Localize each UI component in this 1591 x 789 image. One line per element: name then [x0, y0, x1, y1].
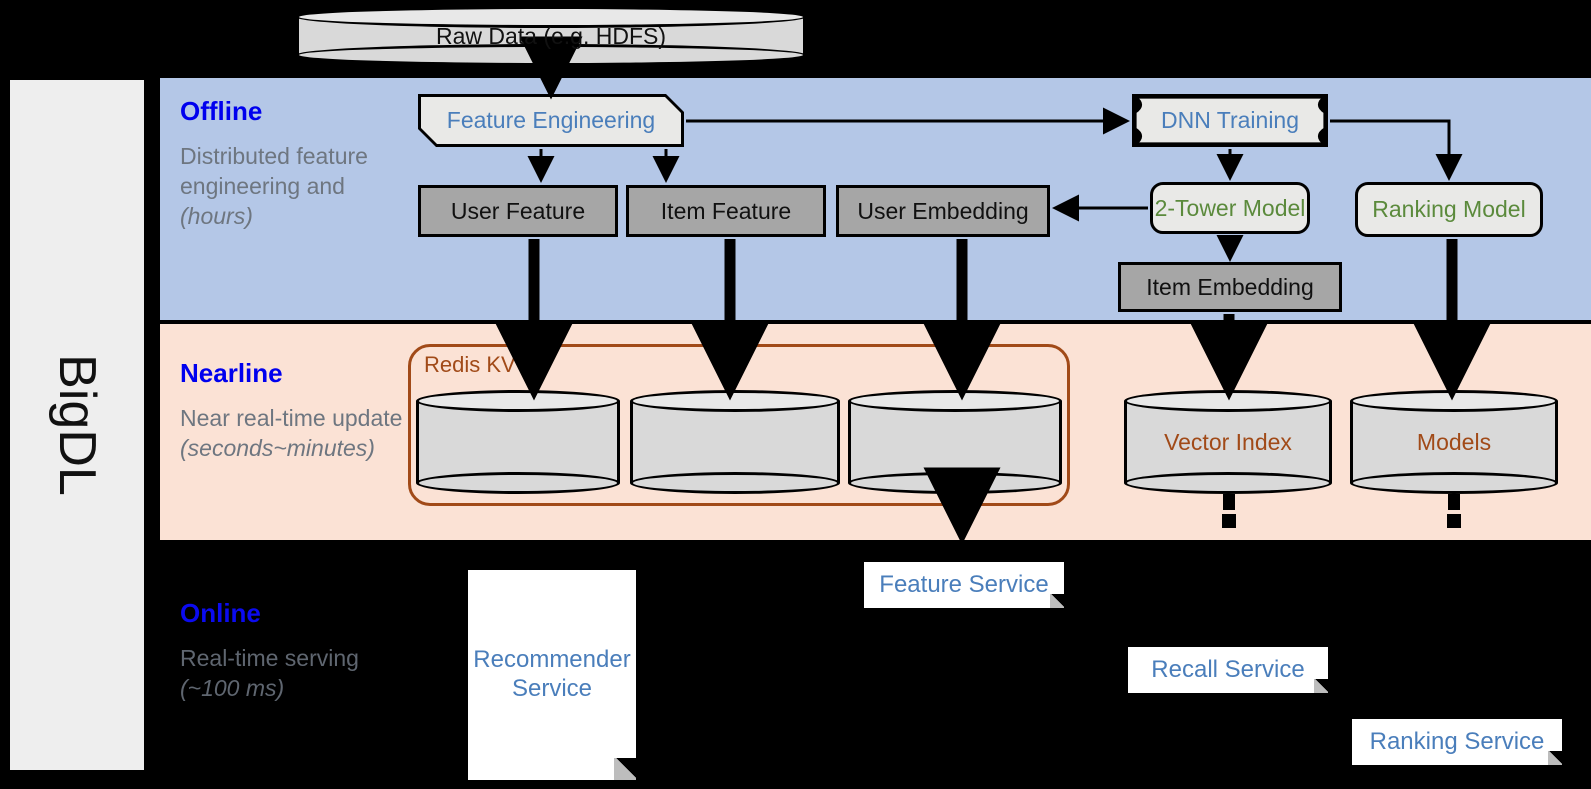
- redis-store-3-label: [848, 390, 1062, 494]
- ranking-model-node[interactable]: Ranking Model: [1355, 182, 1543, 237]
- nearline-subtitle-emphasis: (seconds~minutes): [180, 434, 375, 461]
- page-fold-icon: [1314, 679, 1328, 693]
- user-embedding-label: User Embedding: [857, 197, 1029, 224]
- cylinder-body: [1350, 401, 1558, 483]
- item-embedding-node[interactable]: Item Embedding: [1118, 262, 1342, 312]
- redis-store-2-cylinder: [630, 390, 840, 494]
- feature-service-label: Feature Service: [879, 570, 1049, 598]
- bigdl-framework-rail: BigDL: [8, 78, 146, 772]
- recall-service-node[interactable]: Recall Service: [1128, 647, 1328, 693]
- nearline-subtitle-text: Near real-time update: [180, 405, 403, 431]
- feature-engineering-label: Feature Engineering: [421, 97, 681, 144]
- cylinder-bottom: [1350, 472, 1558, 494]
- cylinder-body: [1124, 401, 1332, 483]
- online-subtitle-text: Real-time serving: [180, 645, 359, 671]
- ranking-service-label: Ranking Service: [1369, 727, 1545, 755]
- raw-data-cylinder: Raw Data (e.g. HDFS): [296, 6, 806, 66]
- redis-store-1-label: [416, 390, 620, 494]
- cylinder-bottom: [1124, 472, 1332, 494]
- user-feature-label: User Feature: [450, 197, 586, 224]
- recommender-service-node[interactable]: Recommender Service: [468, 570, 636, 780]
- two-tower-model-label: 2-Tower Model: [1154, 194, 1306, 221]
- cylinder-body: [416, 401, 620, 483]
- models-label: Models: [1416, 428, 1492, 455]
- offline-subtitle-emphasis: (hours): [180, 202, 253, 229]
- ranking-model-label: Ranking Model: [1372, 196, 1526, 222]
- page-fold-icon: [614, 758, 636, 780]
- nearline-subtitle: Near real-time update (seconds~minutes): [180, 404, 415, 464]
- user-embedding-node[interactable]: User Embedding: [836, 185, 1050, 237]
- raw-data-label: Raw Data (e.g. HDFS): [435, 22, 667, 49]
- user-feature-node[interactable]: User Feature: [418, 185, 618, 237]
- offline-title: Offline: [180, 96, 263, 126]
- feature-service-node[interactable]: Feature Service: [864, 562, 1064, 608]
- item-feature-node[interactable]: Item Feature: [626, 185, 826, 237]
- cylinder-bottom: [416, 472, 620, 494]
- redis-kv-label: Redis KV: [424, 352, 516, 377]
- offline-subtitle-text: Distributed feature engineering and: [180, 143, 368, 199]
- cylinder-bottom: [630, 472, 840, 494]
- online-title: Online: [180, 598, 261, 628]
- online-subtitle: Real-time serving (~100 ms): [180, 644, 415, 704]
- nearline-title: Nearline: [180, 358, 283, 388]
- two-tower-model-node[interactable]: 2-Tower Model: [1150, 182, 1310, 234]
- models-cylinder: Models: [1350, 390, 1558, 494]
- feature-engineering-node[interactable]: Feature Engineering: [418, 94, 684, 147]
- online-subtitle-emphasis: (~100 ms): [180, 674, 285, 701]
- item-embedding-label: Item Embedding: [1146, 273, 1314, 300]
- offline-subtitle: Distributed feature engineering and (hou…: [180, 142, 415, 232]
- cylinder-top: [296, 6, 806, 28]
- item-feature-label: Item Feature: [660, 197, 792, 224]
- vector-index-cylinder: Vector Index: [1124, 390, 1332, 494]
- redis-store-2-label: [630, 390, 840, 494]
- page-fold-icon: [1050, 594, 1064, 608]
- dnn-training-node[interactable]: DNN Training: [1132, 94, 1328, 147]
- ranking-service-node[interactable]: Ranking Service: [1352, 719, 1562, 765]
- recall-service-label: Recall Service: [1151, 655, 1305, 683]
- page-fold-icon: [1548, 751, 1562, 765]
- redis-store-3-cylinder: [848, 390, 1062, 494]
- recommender-service-label: Recommender Service: [473, 646, 631, 702]
- dnn-training-label: DNN Training: [1160, 107, 1300, 133]
- cylinder-body: [630, 401, 840, 483]
- bigdl-label: BigDL: [48, 354, 107, 496]
- vector-index-label: Vector Index: [1164, 428, 1292, 455]
- redis-store-1-cylinder: [416, 390, 620, 494]
